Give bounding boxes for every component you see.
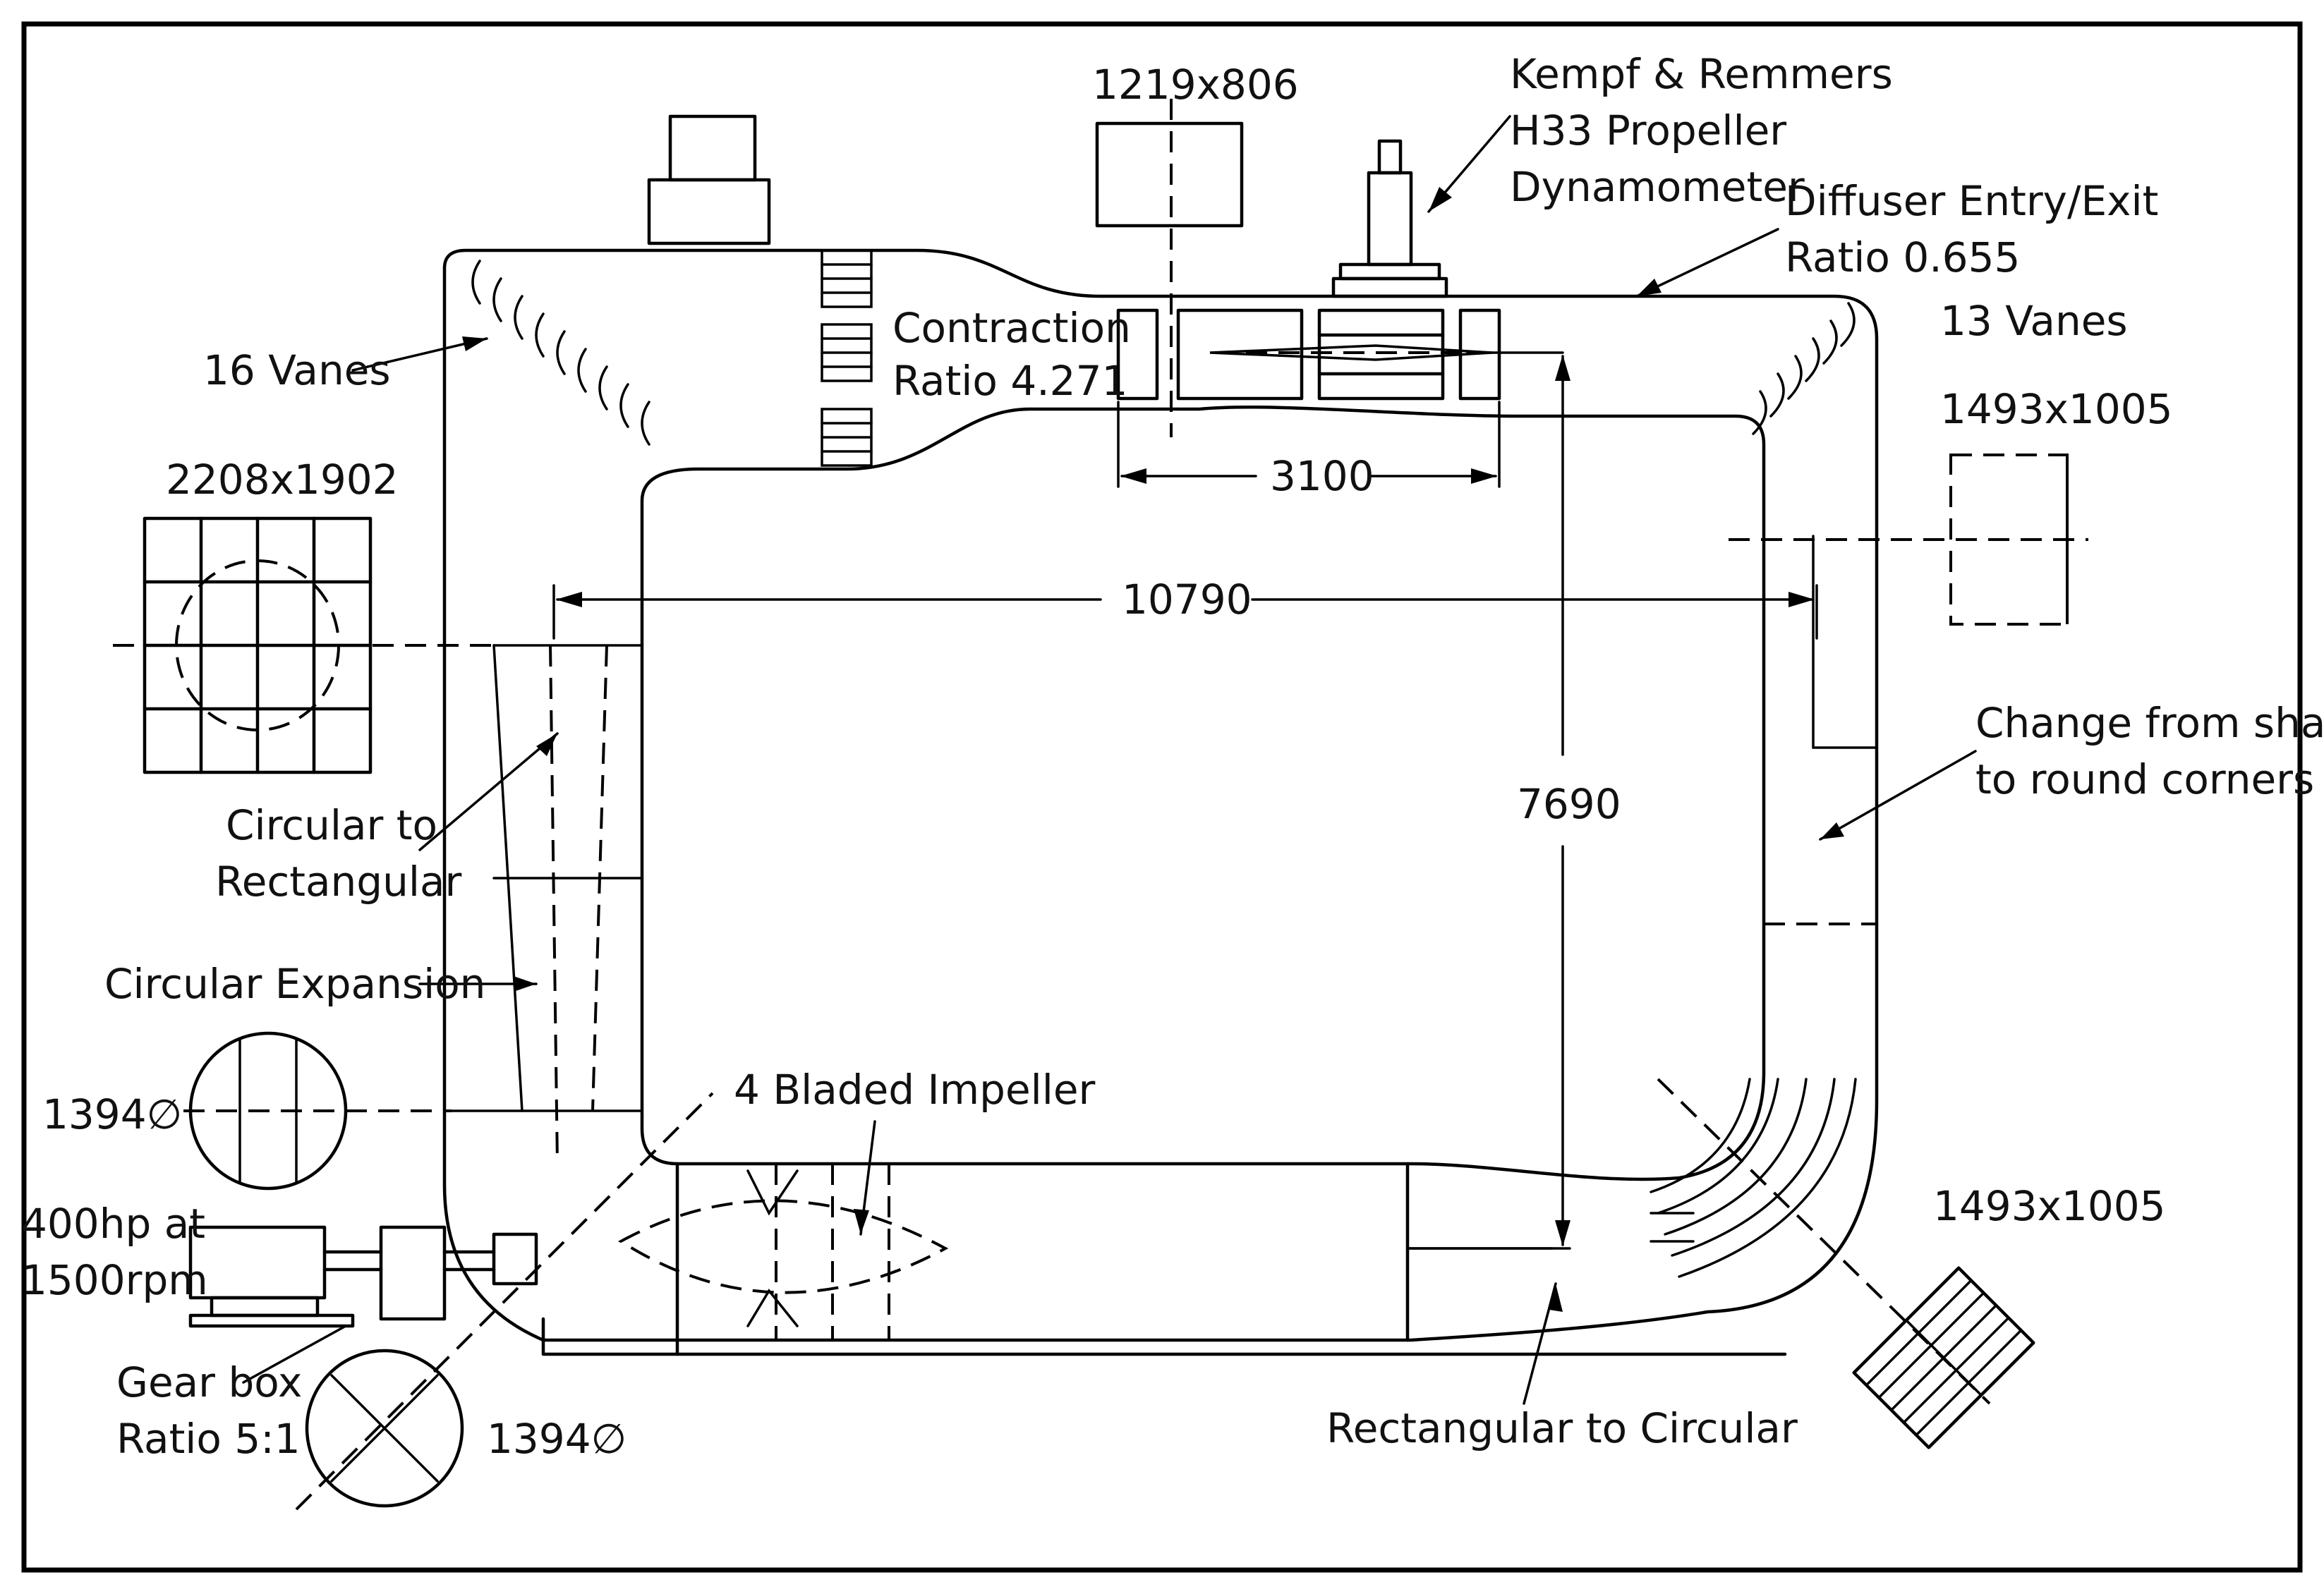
tunnel-inner-wall: [640, 405, 1766, 1181]
section-right-bottom-centerline: [1657, 1078, 1991, 1405]
label-change-line2: to round corners: [1975, 755, 2314, 803]
label-c2r-line2: Rectangular: [215, 858, 462, 906]
working-section: [1116, 308, 1501, 401]
left-return-leg: [450, 644, 643, 1164]
label-dyn-line2: H33 Propeller: [1510, 107, 1786, 154]
dimension-7690: [1406, 351, 1571, 1250]
right-top-corner-vanes: [1752, 302, 1856, 435]
impeller-axis-centerline: [295, 1092, 714, 1511]
label-section-left-circle: 1394∅: [42, 1090, 182, 1138]
label-dyn-line3: Dynamometer: [1510, 163, 1805, 211]
label-vanes-right: 13 Vanes: [1940, 297, 2128, 345]
label-contraction-line2: Ratio 4.271: [892, 357, 1127, 405]
label-dim-7690: 7690: [1517, 780, 1621, 828]
settling-chamber-unit: [647, 114, 771, 245]
impeller: [618, 1162, 949, 1356]
label-motor-line1: 400hp at: [21, 1200, 205, 1248]
label-section-top: 1219x806: [1092, 61, 1299, 109]
section-bottom-circle: [305, 1349, 464, 1508]
label-dim-3100: 3100: [1270, 452, 1374, 500]
label-c2r-line1: Circular to: [226, 801, 437, 849]
label-motor-line2: 1500rpm: [21, 1256, 208, 1304]
right-bottom-corner-vanes: [1650, 1078, 1857, 1278]
tunnel-outer-wall: [442, 248, 1879, 1342]
leader-arrowheads: [462, 187, 1844, 1312]
section-left-top-circle: [175, 559, 340, 731]
label-vanes-left: 16 Vanes: [203, 346, 391, 394]
label-circ-expansion: Circular Expansion: [104, 960, 485, 1008]
label-section-left-top: 2208x1902: [166, 456, 399, 504]
section-top-box: [1095, 121, 1244, 228]
motor-gearbox: [188, 1225, 538, 1328]
label-diffuser-line2: Ratio 0.655: [1785, 233, 2020, 281]
label-gear-line1: Gear box: [116, 1358, 302, 1406]
dynamometer: [1331, 139, 1448, 298]
right-leg-transition: [1762, 535, 1878, 925]
ground-line: [541, 1317, 1787, 1356]
label-contraction-line1: Contraction: [892, 304, 1131, 352]
label-section-bottom-circle: 1394∅: [487, 1415, 627, 1463]
label-gear-line2: Ratio 5:1: [116, 1415, 301, 1463]
dimension-10790: [552, 584, 1818, 640]
label-dim-10790: 10790: [1122, 576, 1252, 623]
label-impeller: 4 Bladed Impeller: [734, 1066, 1096, 1114]
label-r2c: Rectangular to Circular: [1326, 1404, 1798, 1452]
label-change-line1: Change from sharp: [1975, 699, 2324, 747]
label-diffuser-line1: Diffuser Entry/Exit: [1785, 177, 2158, 225]
left-corner-vanes: [471, 260, 650, 446]
dimension-3100: [1117, 401, 1501, 488]
label-section-right-top: 1493x1005: [1940, 385, 2173, 433]
label-dyn-line1: Kempf & Remmers: [1510, 50, 1893, 98]
rect-to-circ-section: [1405, 1162, 1554, 1342]
honeycomb-screens: [821, 249, 873, 467]
diagram-frame: [21, 21, 2303, 1573]
label-section-right-bottom: 1493x1005: [1933, 1182, 2166, 1230]
